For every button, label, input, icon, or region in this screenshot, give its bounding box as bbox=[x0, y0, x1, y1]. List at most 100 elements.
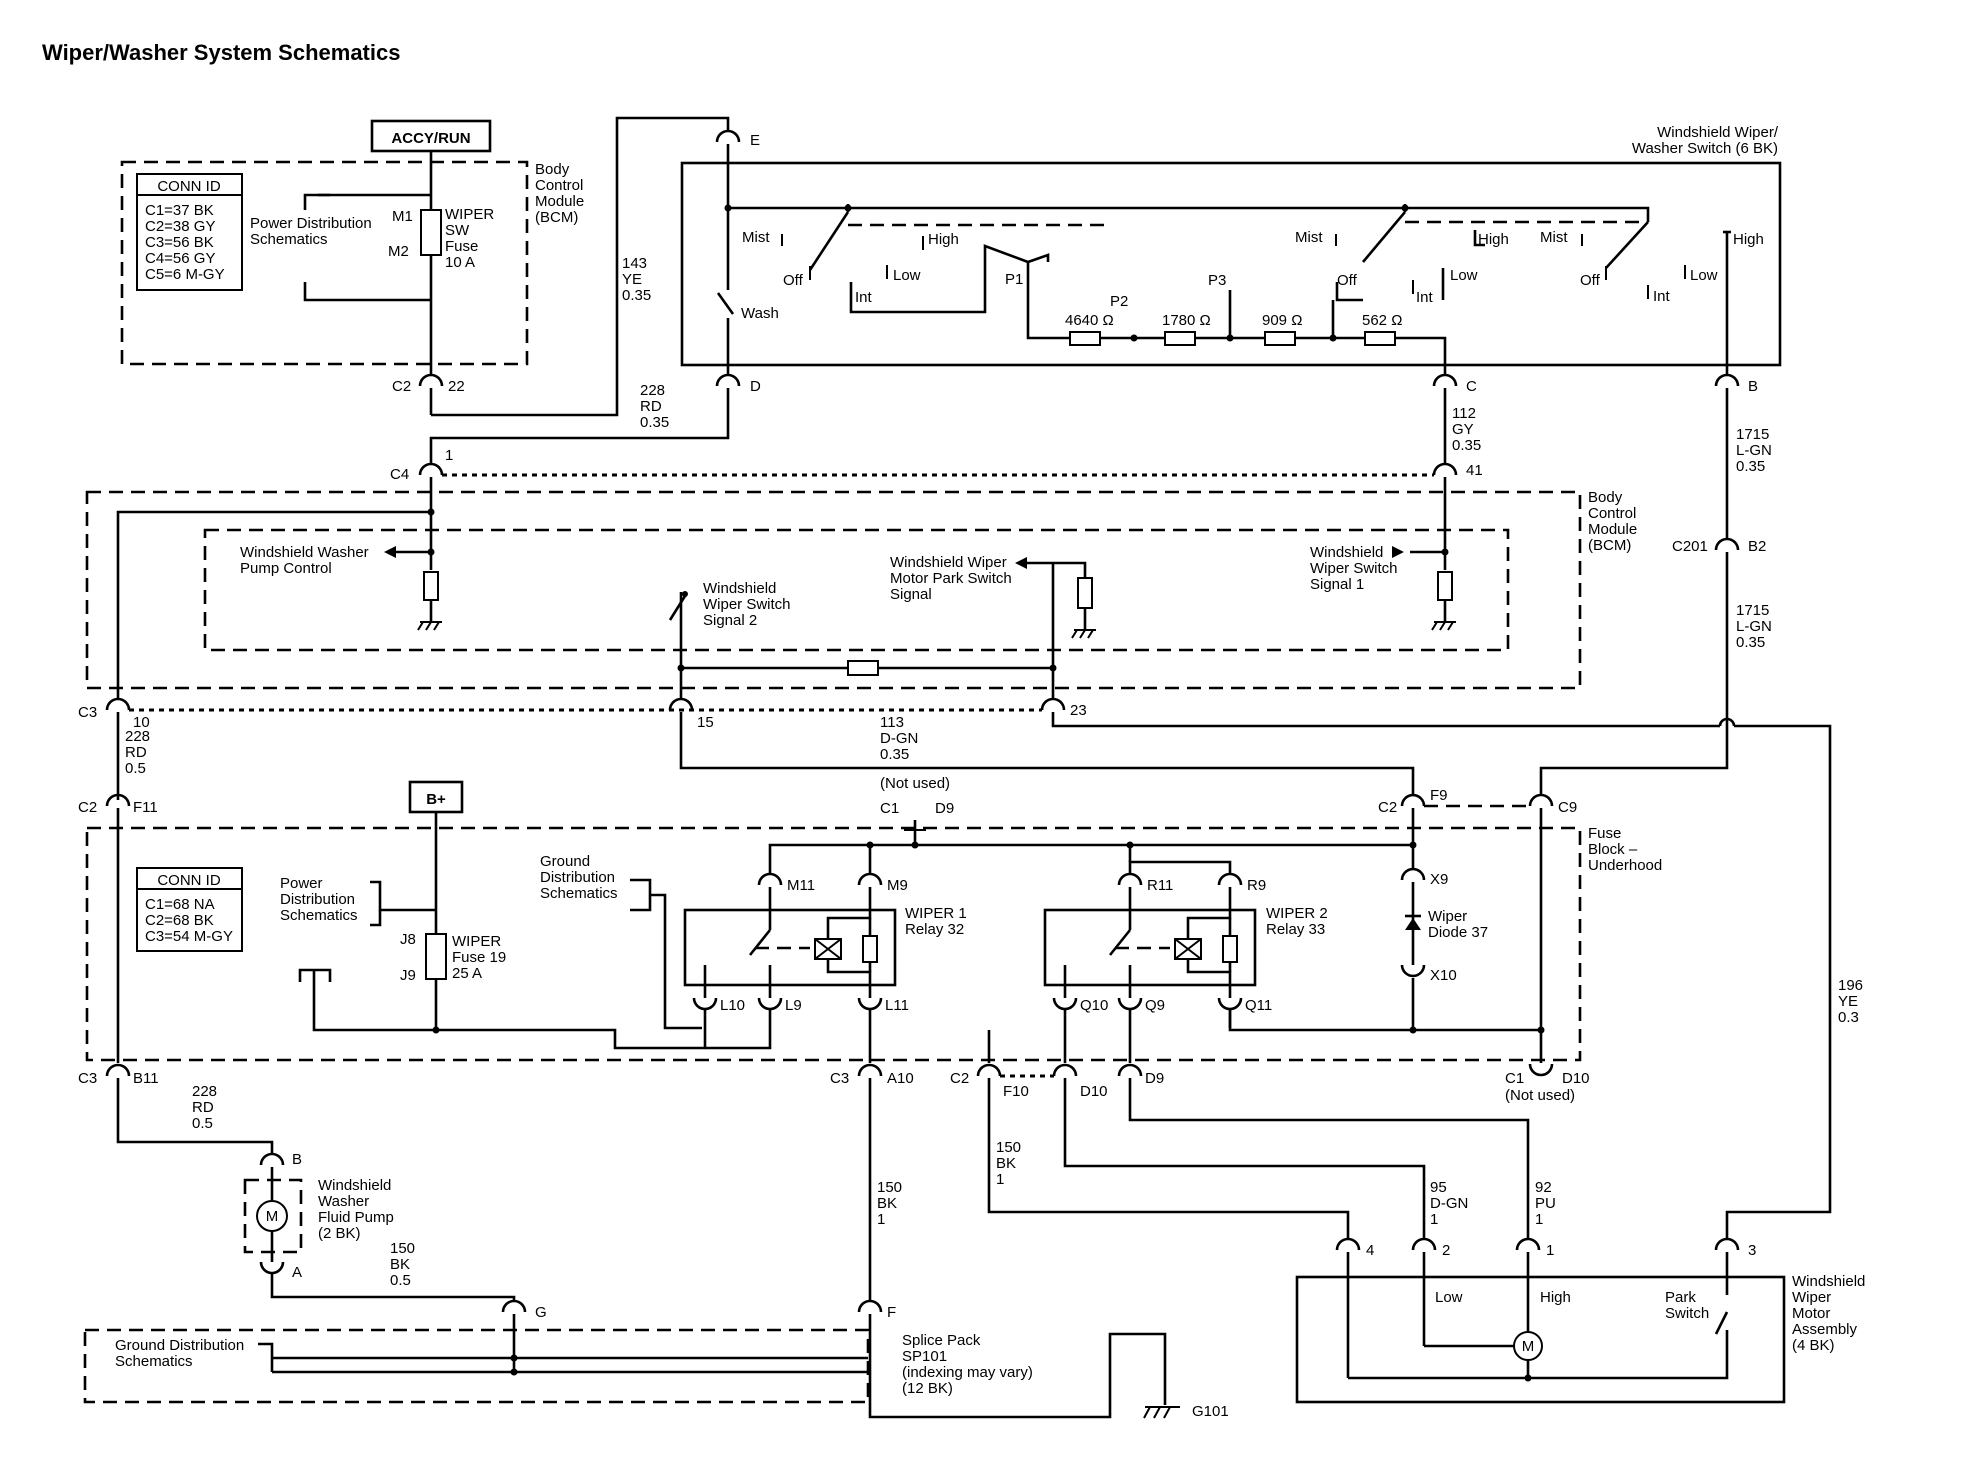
mist-label: Mist bbox=[742, 229, 770, 246]
wire-label: 0.35 bbox=[640, 414, 669, 431]
wire-label: 150 bbox=[877, 1179, 902, 1196]
pin-label: 2 bbox=[1442, 1242, 1450, 1259]
bottom-connectors: C3 B11 C3 A10 C2 F10 D10 D9 C1 D10 (Not … bbox=[78, 1030, 1590, 1302]
page-title: Wiper/Washer System Schematics bbox=[42, 40, 400, 65]
int-label: Int bbox=[855, 289, 873, 306]
pin-label: A bbox=[292, 1264, 302, 1281]
pin-label: B bbox=[1748, 378, 1758, 395]
fuse-block-box bbox=[85, 826, 1582, 1062]
bcm-name: (BCM) bbox=[535, 209, 578, 226]
high-label: High bbox=[1540, 1289, 1571, 1306]
diode-label: Diode 37 bbox=[1428, 924, 1488, 941]
pump-name: Windshield bbox=[318, 1177, 391, 1194]
conn-id-header: CONN ID bbox=[157, 178, 221, 195]
conn-label: C2 bbox=[1378, 799, 1397, 816]
conn-label: C3 bbox=[830, 1070, 849, 1087]
motor-m-label: M bbox=[1522, 1338, 1535, 1355]
wire-label: BK bbox=[996, 1155, 1016, 1172]
bcm-top-box bbox=[120, 160, 529, 366]
gds-label: Schematics bbox=[540, 885, 618, 902]
fuse-label: 10 A bbox=[445, 254, 475, 271]
high-label: High bbox=[928, 231, 959, 248]
wire-label: 112 bbox=[1452, 405, 1476, 422]
wire-label: 0.5 bbox=[125, 760, 146, 777]
gds-label: Schematics bbox=[115, 1353, 193, 1370]
pin-label: L9 bbox=[785, 997, 802, 1014]
motor-name: (4 BK) bbox=[1792, 1337, 1835, 1354]
conn-label: C2 bbox=[78, 799, 97, 816]
bcm-name: Body bbox=[1588, 489, 1623, 506]
resistor-label: 909 Ω bbox=[1262, 312, 1302, 329]
wire-label: 150 bbox=[996, 1139, 1021, 1156]
accy-run-label: ACCY/RUN bbox=[391, 130, 470, 147]
conn-label: C1 bbox=[1505, 1070, 1524, 1087]
wiper-fuse-19 bbox=[425, 933, 447, 980]
pin-label: B bbox=[292, 1151, 302, 1168]
fuse-label: WIPER bbox=[452, 933, 501, 950]
park-sig-label: Windshield Wiper bbox=[890, 554, 1007, 571]
bcm-name: Control bbox=[1588, 505, 1636, 522]
high-label: High bbox=[1478, 231, 1509, 248]
fuse-label: Fuse bbox=[445, 238, 478, 255]
pin-label: D9 bbox=[1145, 1070, 1164, 1087]
wire-label: 1 bbox=[996, 1171, 1004, 1188]
wash-label: Wash bbox=[741, 305, 779, 322]
pin-label: D10 bbox=[1562, 1070, 1590, 1087]
switch-assembly-box bbox=[680, 161, 1782, 367]
pin-label: R11 bbox=[1147, 877, 1173, 894]
conn-id-row: C3=56 BK bbox=[145, 234, 214, 251]
motor-m-label: M bbox=[266, 1208, 279, 1225]
wire-label: 0.35 bbox=[1736, 458, 1765, 475]
wire-label: L-GN bbox=[1736, 618, 1772, 635]
pin-label: C9 bbox=[1558, 799, 1577, 816]
pds-label: Power Distribution bbox=[250, 215, 372, 232]
pin-label: M9 bbox=[887, 877, 908, 894]
wire-label: 1715 bbox=[1736, 602, 1769, 619]
pin-m2: M2 bbox=[388, 243, 409, 260]
wiper-relay-2 bbox=[1043, 908, 1257, 987]
conn-label: C3 bbox=[78, 704, 97, 721]
pin-label: 23 bbox=[1070, 702, 1087, 719]
wiper-motor-assembly: 4 2 1 3 Windshield Wiper Motor Assembly … bbox=[1295, 1237, 1865, 1404]
wire-label: 0.5 bbox=[390, 1272, 411, 1289]
fuse-block-name: Fuse bbox=[1588, 825, 1621, 842]
bcm-signal-section: C4 1 41 Body Control Module (BCM) Windsh… bbox=[78, 447, 1637, 731]
gds-label: Distribution bbox=[540, 869, 615, 886]
wire-label: 0.3 bbox=[1838, 1009, 1859, 1026]
conn-label: C2 bbox=[950, 1070, 969, 1087]
wire-label: 92 bbox=[1535, 1179, 1552, 1196]
fuse-label: 25 A bbox=[452, 965, 482, 982]
wire-label: 1 bbox=[877, 1211, 885, 1228]
pds-label: Power bbox=[280, 875, 323, 892]
wire-label: 143 bbox=[622, 255, 647, 272]
pin-label: 15 bbox=[697, 714, 714, 731]
conn-label: C201 bbox=[1672, 538, 1708, 555]
splice-label: (indexing may vary) bbox=[902, 1364, 1033, 1381]
wire-label: 113 bbox=[880, 714, 904, 731]
sw-sig2-label: Windshield bbox=[703, 580, 776, 597]
wire-label: RD bbox=[192, 1099, 214, 1116]
fuse-block-name: Block – bbox=[1588, 841, 1638, 858]
low-label: Low bbox=[1435, 1289, 1463, 1306]
fuse-block-name: Underhood bbox=[1588, 857, 1662, 874]
conn-id-row: C4=56 GY bbox=[145, 250, 215, 267]
pin-label: 1 bbox=[1546, 1242, 1554, 1259]
motor-name: Wiper bbox=[1792, 1289, 1831, 1306]
conn-id-row: C5=6 M-GY bbox=[145, 266, 225, 283]
int-label: Int bbox=[1653, 288, 1671, 305]
high-label: High bbox=[1733, 231, 1764, 248]
pin-j8: J8 bbox=[400, 931, 416, 948]
pin-label: D bbox=[750, 378, 761, 395]
wire-label: 95 bbox=[1430, 1179, 1447, 1196]
low-label: Low bbox=[893, 267, 921, 284]
wire-label: BK bbox=[390, 1256, 410, 1273]
pin-label: C bbox=[1466, 378, 1477, 395]
conn-id-row: C1=37 BK bbox=[145, 202, 214, 219]
wire-label: 0.5 bbox=[192, 1115, 213, 1132]
splice-label: SP101 bbox=[902, 1348, 947, 1365]
wire-label: D-GN bbox=[1430, 1195, 1468, 1212]
pin-label: Q10 bbox=[1080, 997, 1108, 1014]
pin-label: 22 bbox=[448, 378, 465, 395]
wire-label: 228 bbox=[192, 1083, 217, 1100]
